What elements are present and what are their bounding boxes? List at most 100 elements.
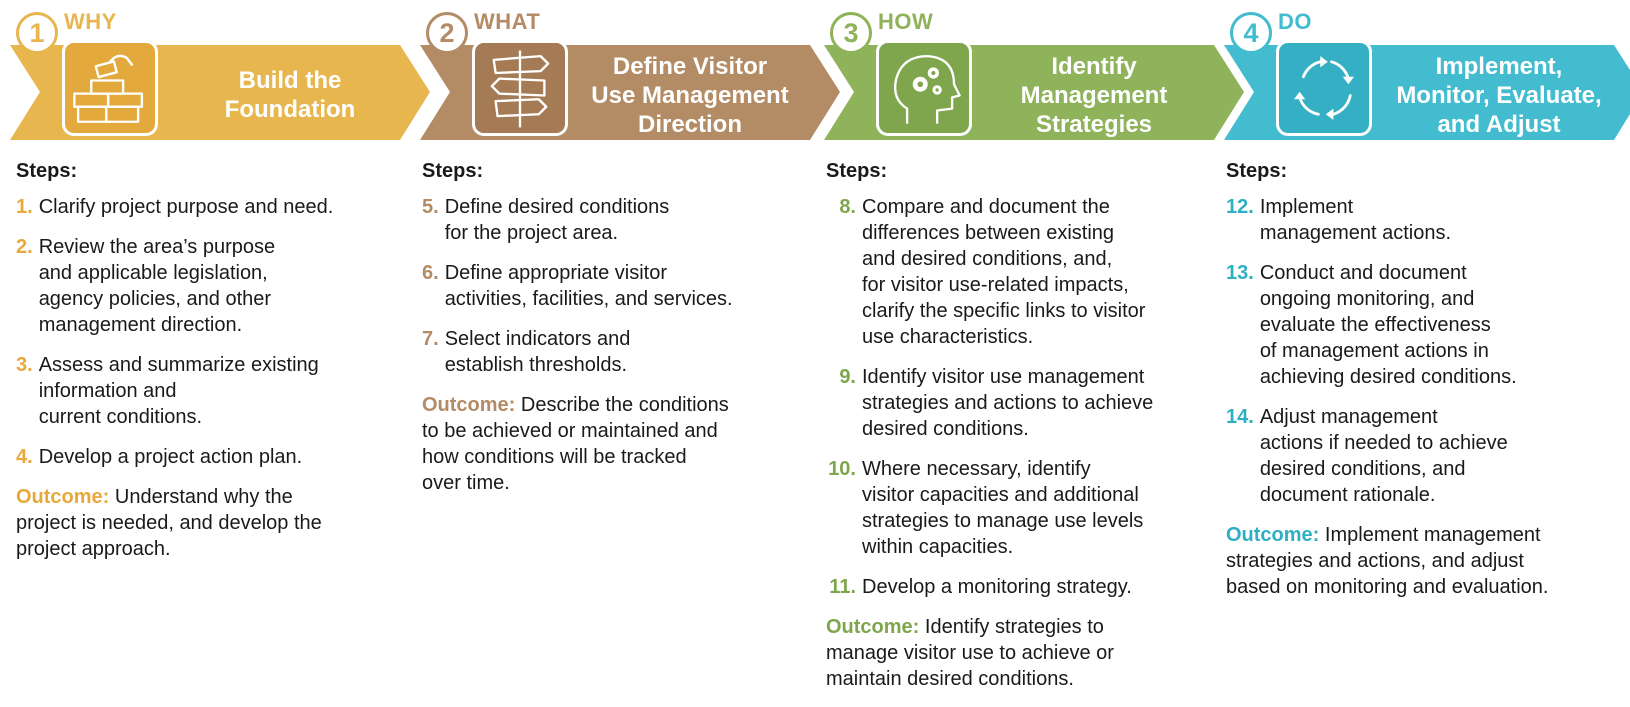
step-line: desired conditions, and — [1259, 458, 1466, 480]
step-text: Define desired conditions for the projec… — [445, 194, 802, 246]
outcome-block: Outcome: Understand why the project is n… — [16, 484, 396, 562]
step-item: 9. Identify visitor use management strat… — [826, 364, 1206, 442]
phase-title: Implement, Monitor, Evaluate, and Adjust — [1374, 50, 1624, 140]
step-line: actions if needed to achieve — [1259, 432, 1508, 454]
step-item: 11. Develop a monitoring strategy. — [826, 574, 1206, 600]
steps-heading: Steps: — [1226, 160, 1288, 182]
step-line: and desired conditions, and, — [862, 248, 1113, 270]
step-item: 14. Adjust management actions if needed … — [1226, 404, 1626, 508]
outcome-text: Implement management — [1324, 524, 1541, 546]
step-text: Assess and summarize existing informatio… — [39, 352, 396, 430]
outcome-text: Identify strategies to — [924, 616, 1104, 638]
step-number: 1. — [16, 196, 33, 218]
phase-banner: 2 WHAT Define Visitor Use Management Dir… — [420, 0, 840, 150]
step-number: 5. — [422, 196, 439, 218]
phase-tag: WHY — [64, 9, 117, 34]
step-line: achieving desired conditions. — [1259, 366, 1517, 388]
phase-what: 2 WHAT Define Visitor Use Management Dir… — [420, 0, 840, 707]
cycle-arrows-icon — [1276, 40, 1372, 136]
title-line: Foundation — [224, 96, 356, 123]
title-line: Management — [1020, 81, 1168, 109]
step-number: 9. — [839, 366, 856, 388]
phase-banner: 4 DO Implement, Monitor, Evalua — [1224, 0, 1630, 150]
phase-number: 3 — [830, 12, 872, 54]
step-line: Define appropriate visitor — [444, 262, 668, 284]
step-line: Identify visitor use management — [862, 366, 1145, 388]
step-item: 8. Compare and document the differences … — [826, 194, 1206, 350]
step-line: establish thresholds. — [444, 354, 628, 376]
step-line: information and — [38, 380, 177, 402]
step-line: of management actions in — [1259, 340, 1489, 362]
step-line: for visitor use-related impacts, — [862, 274, 1129, 296]
step-item: 12. Implement management actions. — [1226, 194, 1626, 246]
phase-tag: WHAT — [474, 9, 541, 34]
title-line: and Adjust — [1437, 110, 1561, 138]
phase-banner: 3 HOW Identify Managemen — [824, 0, 1244, 150]
title-line: Monitor, Evaluate, — [1396, 81, 1602, 109]
step-number: 14. — [1226, 406, 1254, 428]
outcome-text: strategies and actions, and adjust — [1226, 550, 1524, 572]
phase-number: 4 — [1230, 12, 1272, 54]
step-text: Compare and document the differences bet… — [862, 194, 1206, 350]
phase-tag: DO — [1278, 9, 1312, 34]
step-item: 2. Review the area’s purpose and applica… — [16, 234, 396, 338]
step-number: 3. — [16, 354, 33, 376]
step-line: management actions. — [1259, 222, 1452, 244]
outcome-text: based on monitoring and evaluation. — [1226, 576, 1549, 598]
outcome-block: Outcome: Identify strategies to manage v… — [826, 614, 1206, 692]
step-line: Where necessary, identify — [862, 458, 1091, 480]
outcome-text: to be achieved or maintained and — [422, 420, 718, 442]
step-line: Adjust management — [1259, 406, 1438, 428]
step-number: 2. — [16, 236, 33, 258]
title-line: Define Visitor — [612, 52, 768, 80]
phase-number: 1 — [16, 12, 58, 54]
title-line: Build the — [238, 67, 342, 94]
step-item: 4. Develop a project action plan. — [16, 444, 396, 470]
step-item: 3. Assess and summarize existing informa… — [16, 352, 396, 430]
phase-tag: HOW — [878, 9, 934, 34]
step-line: Review the area’s purpose — [38, 236, 276, 258]
outcome-label: Outcome: — [1226, 524, 1320, 546]
outcome-line-1: Outcome: Implement management — [1226, 522, 1626, 548]
signpost-icon — [472, 40, 568, 136]
step-line: Select indicators and — [444, 328, 631, 350]
step-line: and applicable legislation, — [38, 262, 268, 284]
steps-list: 8. Compare and document the differences … — [826, 194, 1206, 692]
step-line: document rationale. — [1259, 484, 1436, 506]
outcome-text: project is needed, and develop the — [16, 512, 322, 534]
phase-number: 2 — [426, 12, 468, 54]
step-text: Review the area’s purpose and applicable… — [39, 234, 396, 338]
step-line: visitor capacities and additional — [862, 484, 1139, 506]
step-line: use characteristics. — [862, 326, 1034, 348]
step-number: 13. — [1226, 262, 1254, 284]
phase-do: 4 DO Implement, Monitor, Evalua — [1224, 0, 1630, 707]
step-text: Define appropriate visitor activities, f… — [445, 260, 802, 312]
steps-heading: Steps: — [826, 160, 888, 182]
step-item: 6. Define appropriate visitor activities… — [422, 260, 802, 312]
step-line: Compare and document the — [862, 196, 1110, 218]
outcome-label: Outcome: — [16, 486, 110, 508]
outcome-text: manage visitor use to achieve or — [826, 642, 1114, 664]
step-item: 1. Clarify project purpose and need. — [16, 194, 396, 220]
step-number: 7. — [422, 328, 439, 350]
outcome-label: Outcome: — [422, 394, 516, 416]
step-item: 7. Select indicators and establish thres… — [422, 326, 802, 378]
title-line: Strategies — [1035, 110, 1153, 138]
step-line: clarify the specific links to visitor — [862, 300, 1146, 322]
step-line: Develop a project action plan. — [38, 446, 303, 468]
brick-wall-icon — [62, 40, 158, 136]
step-line: differences between existing — [862, 222, 1115, 244]
step-text: Develop a project action plan. — [39, 444, 396, 470]
step-line: within capacities. — [862, 536, 1014, 558]
step-line: Assess and summarize existing — [38, 354, 319, 376]
step-line: Develop a monitoring strategy. — [862, 576, 1132, 598]
outcome-text: project approach. — [16, 538, 171, 560]
step-text: Where necessary, identify visitor capaci… — [862, 456, 1206, 560]
phase-title: Build the Foundation — [170, 50, 410, 140]
step-text: Implement management actions. — [1260, 194, 1626, 246]
step-line: Clarify project purpose and need. — [38, 196, 334, 218]
step-line: management direction. — [38, 314, 243, 336]
step-text: Develop a monitoring strategy. — [862, 574, 1206, 600]
step-line: Define desired conditions — [444, 196, 670, 218]
outcome-text: maintain desired conditions. — [826, 668, 1074, 690]
